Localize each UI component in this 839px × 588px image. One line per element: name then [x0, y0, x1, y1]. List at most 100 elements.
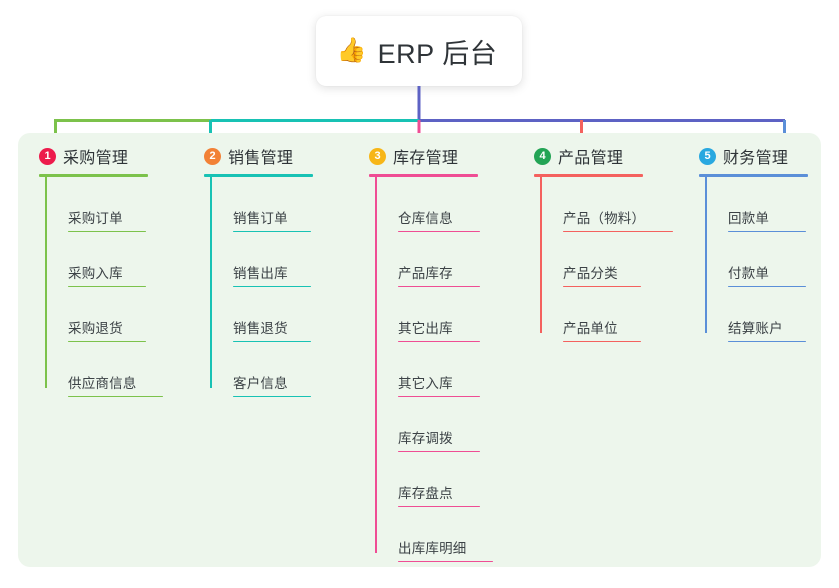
branch-header-财务管理[interactable]: 5 财务管理: [678, 143, 838, 169]
list-item-underline: [398, 450, 480, 452]
list-item-underline: [728, 230, 806, 232]
list-item[interactable]: 采购订单: [45, 177, 183, 232]
branch-column-采购管理: 1 采购管理采购订单采购入库采购退货供应商信息: [18, 133, 183, 567]
list-item-label: 客户信息: [233, 375, 288, 391]
branch-title: 财务管理: [723, 150, 789, 167]
list-item[interactable]: 采购入库: [45, 232, 183, 287]
branch-spine: [210, 177, 212, 388]
branch-underline: [204, 174, 313, 177]
branch-columns: 1 采购管理采购订单采购入库采购退货供应商信息 2 销售管理销售订单销售出库销售退货客…: [18, 133, 821, 567]
branch-column-销售管理: 2 销售管理销售订单销售出库销售退货客户信息: [183, 133, 348, 567]
list-item-underline: [398, 505, 480, 507]
branch-item-list: 采购订单采购入库采购退货供应商信息: [45, 177, 183, 397]
list-item[interactable]: 库存调拨: [375, 397, 513, 452]
list-item-label: 其它出库: [398, 320, 453, 336]
list-item-underline: [563, 285, 641, 287]
list-item[interactable]: 结算账户: [705, 287, 838, 342]
list-item[interactable]: 其它入库: [375, 342, 513, 397]
branch-spine: [540, 177, 542, 333]
branch-item-list: 仓库信息产品库存其它出库其它入库库存调拨库存盘点出库库明细: [375, 177, 513, 562]
branches-panel: [18, 133, 821, 567]
branch-number-badge: 5: [699, 147, 716, 165]
list-item[interactable]: 销售订单: [210, 177, 348, 232]
list-item[interactable]: 其它出库: [375, 287, 513, 342]
branch-underline: [699, 174, 808, 177]
branch-underline: [39, 174, 148, 177]
branch-header-产品管理[interactable]: 4 产品管理: [513, 143, 678, 169]
branch-column-产品管理: 4 产品管理产品（物料） 产品分类产品单位: [513, 133, 678, 567]
branch-item-list: 产品（物料） 产品分类产品单位: [540, 177, 678, 342]
branch-underline: [369, 174, 478, 177]
list-item-underline: [68, 285, 146, 287]
list-item-underline: [233, 230, 311, 232]
branch-title: 销售管理: [228, 150, 294, 167]
list-item-label: 产品分类: [563, 265, 618, 281]
list-item[interactable]: 出库库明细: [375, 507, 513, 562]
list-item[interactable]: 产品分类: [540, 232, 678, 287]
list-item-label: 采购入库: [68, 265, 123, 281]
list-item-label: 产品单位: [563, 320, 618, 336]
branch-spine: [375, 177, 377, 553]
list-item-label: 产品（物料）: [563, 210, 646, 226]
list-item[interactable]: 客户信息: [210, 342, 348, 397]
branch-title: 采购管理: [63, 150, 129, 167]
list-item[interactable]: 库存盘点: [375, 452, 513, 507]
list-item-label: 回款单: [728, 210, 770, 226]
branch-item-list: 销售订单销售出库销售退货客户信息: [210, 177, 348, 397]
branch-number-badge: 2: [204, 147, 221, 165]
branch-item-list: 回款单付款单结算账户: [705, 177, 838, 342]
list-item-label: 库存盘点: [398, 485, 453, 501]
branch-number-badge: 3: [369, 147, 386, 165]
list-item[interactable]: 供应商信息: [45, 342, 183, 397]
list-item-label: 供应商信息: [68, 375, 137, 391]
list-item[interactable]: 销售退货: [210, 287, 348, 342]
list-item-label: 出库库明细: [398, 540, 467, 556]
branch-column-财务管理: 5 财务管理回款单付款单结算账户: [678, 133, 838, 567]
list-item[interactable]: 产品单位: [540, 287, 678, 342]
list-item[interactable]: 销售出库: [210, 232, 348, 287]
list-item-label: 销售出库: [233, 265, 288, 281]
list-item-label: 库存调拨: [398, 430, 453, 446]
list-item[interactable]: 产品库存: [375, 232, 513, 287]
list-item-label: 付款单: [728, 265, 770, 281]
list-item-underline: [398, 230, 480, 232]
list-item-label: 结算账户: [728, 320, 783, 336]
list-item[interactable]: 回款单: [705, 177, 838, 232]
branch-spine: [705, 177, 707, 333]
list-item-label: 销售退货: [233, 320, 288, 336]
branch-underline: [534, 174, 643, 177]
branch-header-采购管理[interactable]: 1 采购管理: [18, 143, 183, 169]
list-item-label: 销售订单: [233, 210, 288, 226]
root-node-erp-backend[interactable]: 👍 ERP 后台: [316, 16, 522, 86]
list-item-underline: [398, 560, 493, 562]
list-item[interactable]: 产品（物料）: [540, 177, 678, 232]
list-item[interactable]: 采购退货: [45, 287, 183, 342]
list-item-underline: [728, 285, 806, 287]
branch-spine: [45, 177, 47, 388]
list-item[interactable]: 付款单: [705, 232, 838, 287]
list-item-underline: [563, 340, 641, 342]
branch-title: 产品管理: [558, 150, 624, 167]
list-item-label: 采购订单: [68, 210, 123, 226]
list-item-underline: [398, 285, 480, 287]
branch-number-badge: 4: [534, 147, 551, 165]
list-item-underline: [68, 395, 163, 397]
list-item-underline: [398, 340, 480, 342]
list-item-underline: [68, 340, 146, 342]
list-item-label: 产品库存: [398, 265, 453, 281]
list-item-label: 采购退货: [68, 320, 123, 336]
list-item[interactable]: 仓库信息: [375, 177, 513, 232]
list-item-underline: [563, 230, 673, 232]
list-item-underline: [68, 230, 146, 232]
list-item-underline: [728, 340, 806, 342]
root-node-title: ERP 后台: [377, 38, 498, 69]
thumbs-up-icon: 👍: [336, 37, 367, 64]
list-item-underline: [233, 285, 311, 287]
branch-header-销售管理[interactable]: 2 销售管理: [183, 143, 348, 169]
root-node-content: 👍 ERP 后台: [337, 32, 497, 71]
branch-number-badge: 1: [39, 147, 56, 165]
list-item-underline: [398, 395, 480, 397]
